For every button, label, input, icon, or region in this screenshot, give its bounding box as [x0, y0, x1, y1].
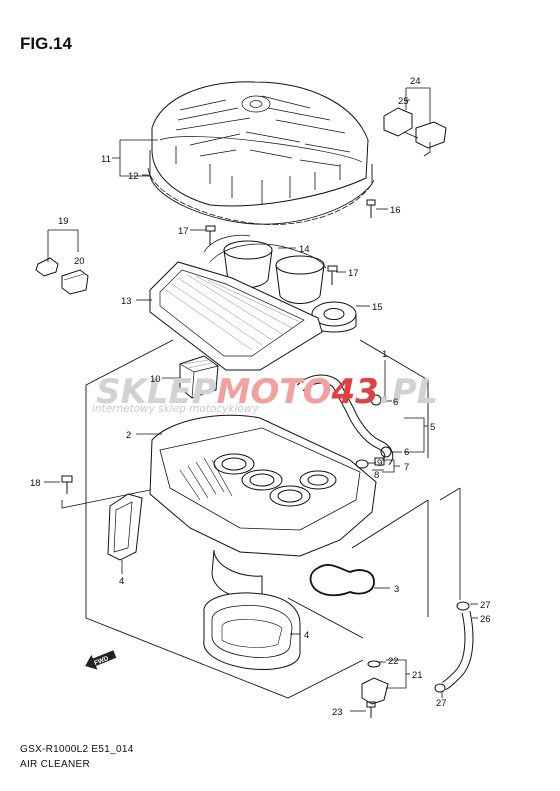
callout-labels: 11 12 24 25 16 17 14 17 15 13 19 20 10 1… — [30, 76, 491, 718]
bolt-18 — [61, 475, 73, 494]
callout-5: 5 — [430, 422, 435, 433]
callout-27-top: 27 — [480, 600, 491, 611]
callout-24: 24 — [410, 76, 421, 87]
sensor-24-25 — [383, 107, 447, 157]
cover-gasket — [147, 167, 375, 225]
figure-title: FIG.14 — [20, 34, 72, 53]
callout-17-top: 17 — [178, 226, 189, 237]
callout-10: 10 — [150, 374, 161, 385]
sensor-19-20 — [35, 257, 89, 295]
callout-20: 20 — [74, 256, 85, 267]
callout-7: 7 — [404, 462, 409, 473]
watermark-part4: .PL — [379, 372, 439, 412]
watermark-part2: MOTO — [217, 372, 332, 412]
drain-plug — [361, 660, 389, 718]
callout-26: 26 — [480, 614, 491, 625]
callout-17-right: 17 — [348, 268, 359, 279]
callout-11: 11 — [101, 154, 111, 165]
watermark-part1: SKLEP — [96, 372, 217, 412]
air-cleaner-cover — [149, 81, 373, 225]
callout-27-bottom: 27 — [436, 698, 447, 709]
callout-12: 12 — [128, 171, 139, 182]
callout-23: 23 — [332, 707, 343, 718]
filter-element — [149, 261, 323, 371]
fwd-label: FWD — [93, 655, 110, 667]
callout-21: 21 — [412, 670, 423, 681]
callout-4-left: 4 — [119, 576, 124, 587]
intake-duct-lower — [203, 592, 301, 670]
diagram-name: AIR CLEANER — [20, 759, 90, 770]
callout-15: 15 — [372, 302, 383, 313]
callout-14: 14 — [299, 244, 310, 255]
resonator-10 — [179, 355, 219, 399]
callout-4-lower: 4 — [304, 630, 309, 641]
intake-duct-left — [107, 493, 143, 561]
callout-25: 25 — [398, 96, 409, 107]
callout-16: 16 — [390, 205, 401, 216]
model-code: GSX-R1000L2 E51_014 — [20, 744, 134, 755]
clamp-parts — [355, 394, 392, 469]
svg-text:SKLEPMOTO43.PL: SKLEPMOTO43.PL — [96, 372, 438, 412]
watermark-part3: 43 — [331, 372, 379, 412]
callout-18: 18 — [30, 478, 41, 489]
callout-6-bottom: 6 — [404, 447, 409, 458]
callout-19: 19 — [58, 216, 69, 227]
callout-3: 3 — [394, 584, 399, 595]
leader-lines — [44, 87, 478, 712]
fwd-arrow: FWD — [85, 650, 117, 670]
air-cleaner-case — [149, 414, 377, 601]
seal-ring-3 — [309, 564, 375, 597]
watermark: SKLEPMOTO43.PL internetowy sklep motocyk… — [92, 372, 438, 415]
velocity-funnels — [203, 235, 327, 304]
callout-1: 1 — [382, 349, 387, 360]
callout-22: 22 — [388, 656, 399, 667]
screw-16 — [366, 199, 376, 218]
callout-9: 9 — [377, 458, 382, 469]
drain-hose — [434, 601, 474, 693]
callout-6-top: 6 — [393, 397, 398, 408]
bolt-17 — [205, 225, 338, 285]
callout-2: 2 — [126, 430, 131, 441]
watermark-tagline: internetowy sklep motocyklowy — [92, 403, 259, 415]
callout-13: 13 — [121, 296, 132, 307]
callout-8: 8 — [374, 470, 379, 481]
breather-hose — [296, 374, 394, 466]
assembly-outline — [85, 339, 429, 699]
